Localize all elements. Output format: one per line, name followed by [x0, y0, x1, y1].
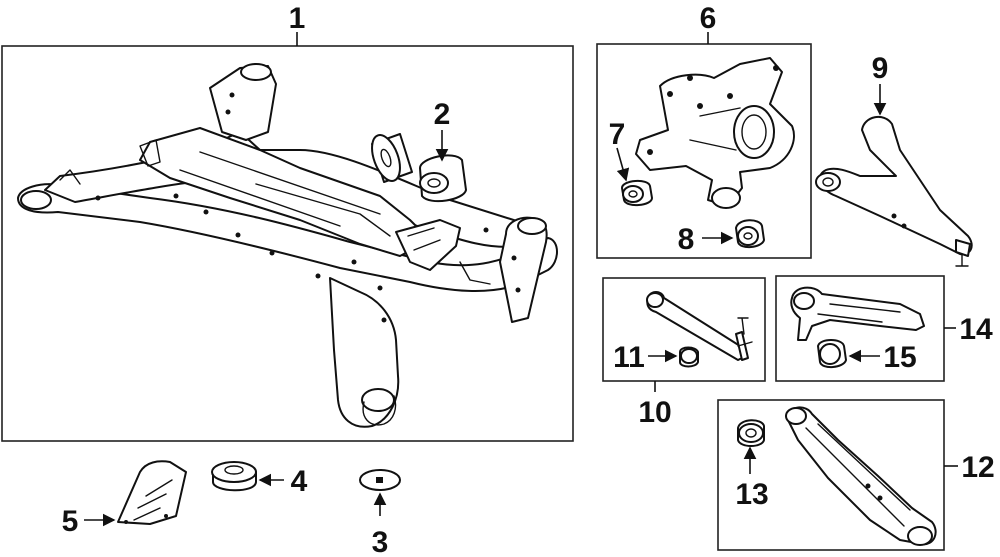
lateral-link-group-box: [602, 277, 766, 382]
bracket-illustration: [117, 460, 187, 525]
crossmember-bushings-illustration: [371, 133, 467, 203]
lower-arm-group-box: [717, 399, 945, 551]
knuckle-illustration: [635, 57, 795, 209]
callout-12: 12: [961, 451, 994, 484]
callout-14: 14: [959, 313, 993, 346]
cushion-illustration: [211, 461, 257, 492]
washer-illustration: [359, 469, 401, 491]
rear-crossmember-illustration: [17, 63, 558, 428]
callout-1: 1: [289, 2, 306, 35]
callout-5: 5: [62, 505, 79, 538]
lateral-link-illustration: [646, 291, 753, 361]
callout-4: 4: [291, 465, 308, 498]
callout-6: 6: [700, 2, 717, 35]
trailing-arm-bushing-illustration: [817, 339, 847, 368]
callout-3: 3: [372, 526, 389, 557]
callout-7: 7: [609, 118, 626, 151]
callout-11: 11: [613, 341, 645, 374]
knuckle-bushing-2-illustration: [735, 219, 765, 248]
lower-arm-bushing-illustration: [737, 419, 765, 447]
upper-control-arm-illustration: [815, 115, 973, 267]
callout-13: 13: [735, 478, 768, 511]
lateral-link-bushing-illustration: [679, 346, 699, 368]
lower-control-arm-illustration: [785, 406, 937, 546]
knuckle-group-box: [596, 43, 812, 259]
callout-15: 15: [883, 341, 916, 374]
trailing-arm-illustration: [790, 286, 925, 341]
callout-8: 8: [678, 223, 695, 256]
leader-line-7: [616, 147, 630, 182]
knuckle-bushing-illustration: [621, 180, 653, 206]
callout-10: 10: [638, 396, 671, 429]
crossmember-group-box: [1, 45, 574, 442]
callout-9: 9: [872, 52, 889, 85]
callout-2: 2: [434, 98, 451, 131]
